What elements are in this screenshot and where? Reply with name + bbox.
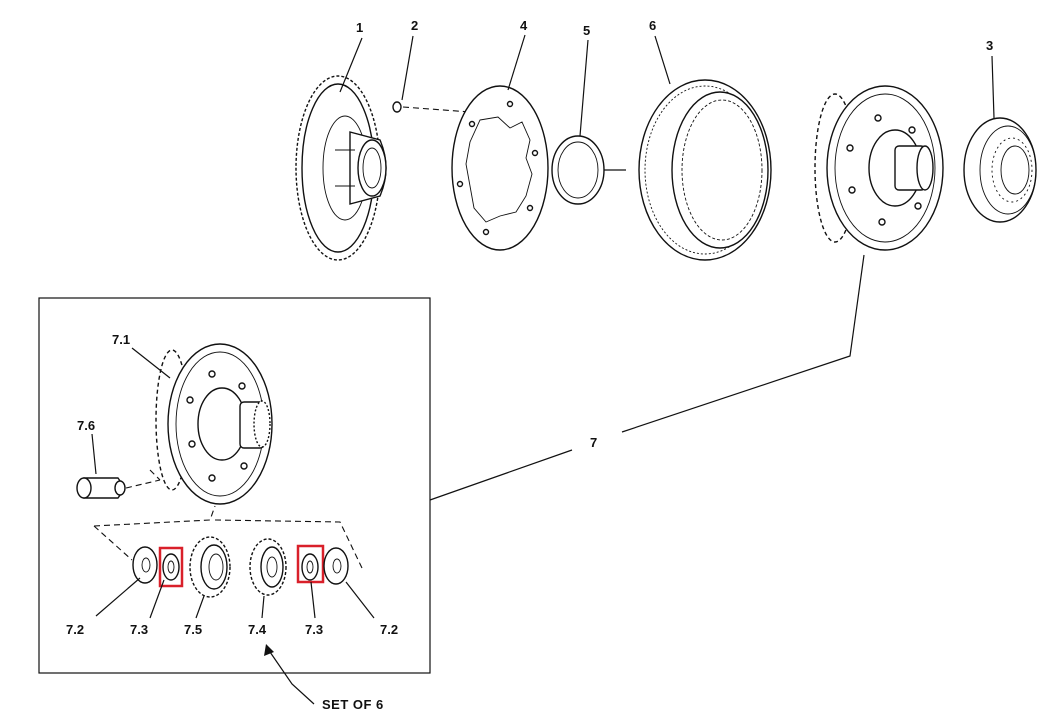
label-part-4: 4 bbox=[520, 18, 528, 33]
set-of-6-pointer bbox=[264, 644, 315, 705]
label-part-7-3-right: 7.3 bbox=[305, 622, 323, 637]
label-part-7-3-left: 7.3 bbox=[130, 622, 148, 637]
label-part-7-1: 7.1 bbox=[112, 332, 130, 347]
label-part-7-2-left: 7.2 bbox=[66, 622, 84, 637]
label-part-7-5: 7.5 bbox=[184, 622, 202, 637]
assembly-dashed-outline bbox=[93, 505, 363, 569]
part-7-3-needle-bearing-left bbox=[158, 546, 184, 588]
leader-lines-top bbox=[339, 34, 995, 501]
part-7-planet-carrier bbox=[814, 85, 944, 251]
part-7-5-planet-gear bbox=[189, 536, 231, 598]
part-7-1-carrier-housing bbox=[155, 343, 273, 505]
part-4-plate bbox=[451, 85, 549, 251]
part-7-2-washer-left bbox=[132, 546, 158, 584]
label-part-7: 7 bbox=[590, 435, 597, 450]
part-labels: 1 2 4 5 6 3 7 7.1 7.6 7.2 7.3 7.5 7.4 7.… bbox=[66, 18, 993, 712]
part-1-sprocket-hub bbox=[295, 75, 387, 261]
part-7-2-washer-right bbox=[323, 547, 349, 585]
label-part-7-4: 7.4 bbox=[248, 622, 267, 637]
highlight-box-7-3-right bbox=[296, 544, 325, 584]
part-7-6-shaft-pin bbox=[76, 469, 161, 499]
part-3-bearing bbox=[963, 117, 1037, 223]
part-2-pin bbox=[392, 101, 471, 113]
detail-inset-box bbox=[38, 297, 431, 674]
highlight-box-7-3-left bbox=[158, 546, 184, 588]
part-7-4-planet-gear bbox=[249, 538, 287, 596]
label-part-7-2-right: 7.2 bbox=[380, 622, 398, 637]
label-part-5: 5 bbox=[583, 23, 590, 38]
label-part-6: 6 bbox=[649, 18, 656, 33]
label-part-7-6: 7.6 bbox=[77, 418, 95, 433]
label-set-of-6: SET OF 6 bbox=[322, 697, 384, 712]
part-6-ring-gear bbox=[638, 79, 772, 261]
leader-lines-inset bbox=[91, 347, 375, 619]
label-part-3: 3 bbox=[986, 38, 993, 53]
label-part-1: 1 bbox=[356, 20, 363, 35]
label-part-2: 2 bbox=[411, 18, 418, 33]
part-7-3-needle-bearing-right bbox=[296, 544, 325, 584]
part-5-snap-ring bbox=[551, 135, 626, 205]
